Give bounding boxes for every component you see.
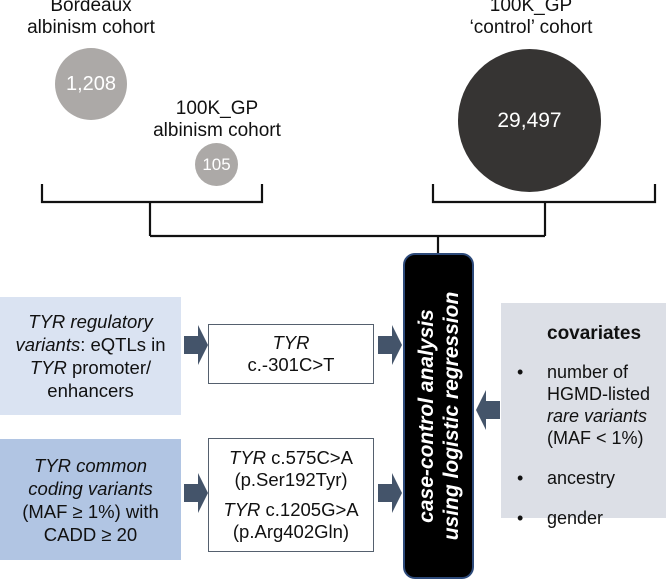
- cohort-count: 105: [202, 154, 231, 174]
- text-line: coding variants: [28, 477, 153, 499]
- covariates-title: covariates: [547, 323, 642, 344]
- text-line: ancestry: [547, 468, 616, 488]
- gp-control-cohort-label: 100K_GP ‘control’ cohort: [440, 0, 622, 39]
- arrow-left-icon: [476, 390, 500, 430]
- variant-change: c.1205G>A: [260, 499, 359, 520]
- cohort-name: 100K_GP: [175, 98, 259, 119]
- text-line: promoter/: [66, 357, 152, 378]
- gene-name: TYR: [223, 499, 261, 520]
- analysis-line: using logistic regression: [439, 291, 463, 541]
- covariate-item: • ancestry: [517, 467, 666, 489]
- gp-albinism-cohort-circle: 105: [195, 143, 238, 186]
- regulatory-variants-box: TYR regulatory variants: eQTLs in TYR pr…: [0, 297, 181, 415]
- protein-change: (p.Arg402Gln): [232, 521, 350, 542]
- cohort-name: Bordeaux: [50, 0, 132, 16]
- cohort-subtitle: albinism cohort: [27, 17, 155, 38]
- bordeaux-cohort-label: Bordeaux albinism cohort: [0, 0, 182, 39]
- analysis-line: case-control analysis: [414, 309, 438, 523]
- cohort-name: 100K_GP: [489, 0, 573, 16]
- arrow-right-icon: [378, 325, 402, 365]
- text-line: number of: [547, 362, 629, 382]
- text-line: : eQTLs in: [80, 334, 166, 355]
- gene-name: TYR: [229, 447, 267, 468]
- text-line: TYR regulatory: [28, 311, 153, 332]
- protein-change: (p.Ser192Tyr): [234, 469, 348, 490]
- covariate-item: • number of HGMD-listed rare variants (M…: [517, 361, 666, 449]
- bullet-icon: •: [517, 508, 524, 528]
- bordeaux-cohort-circle: 1,208: [55, 48, 127, 120]
- gp-control-cohort-circle: 29,497: [458, 49, 601, 192]
- text-line: CADD ≥ 20: [43, 523, 138, 545]
- gene-name: TYR: [272, 332, 310, 353]
- variant-change: c.575C>A: [266, 447, 353, 468]
- case-control-analysis-box: case-control analysis using logistic reg…: [403, 253, 474, 579]
- coding-variant-box: TYR c.575C>A (p.Ser192Tyr) TYR c.1205G>A…: [208, 438, 374, 552]
- arrow-right-icon: [184, 325, 208, 365]
- text-line: (MAF ≥ 1%) with: [22, 500, 159, 522]
- arrow-right-icon: [378, 473, 402, 513]
- regulatory-variant-box: TYR c.-301C>T: [208, 324, 374, 384]
- analysis-label: case-control analysis using logistic reg…: [414, 292, 464, 541]
- text-line: TYR common: [33, 454, 148, 476]
- left-bracket: [40, 184, 264, 204]
- text-line: gender: [547, 508, 604, 528]
- text-line: variants: [15, 334, 81, 355]
- variant-change: c.-301C>T: [247, 354, 335, 375]
- covariate-item: • gender: [517, 507, 666, 529]
- gp-albinism-cohort-label: 100K_GP albinism cohort: [126, 98, 308, 142]
- text-line: HGMD-listed: [547, 384, 651, 404]
- text-line: (MAF < 1%): [547, 428, 644, 448]
- coding-variants-box: TYR common coding variants (MAF ≥ 1%) wi…: [0, 439, 181, 560]
- covariates-box: covariates • number of HGMD-listed rare …: [501, 303, 666, 528]
- cohort-subtitle: albinism cohort: [153, 120, 281, 141]
- bullet-icon: •: [517, 362, 524, 382]
- text-line: enhancers: [47, 380, 134, 401]
- arrow-right-icon: [184, 473, 208, 513]
- variant-entry: TYR c.575C>A (p.Ser192Tyr): [209, 447, 373, 491]
- cohort-count: 1,208: [65, 72, 117, 95]
- bullet-icon: •: [517, 468, 524, 488]
- cohort-count: 29,497: [497, 108, 562, 132]
- text-line: TYR: [29, 357, 67, 378]
- text-line: rare variants: [547, 406, 648, 426]
- variant-entry: TYR c.1205G>A (p.Arg402Gln): [209, 499, 373, 543]
- cohort-subtitle: ‘control’ cohort: [469, 17, 593, 38]
